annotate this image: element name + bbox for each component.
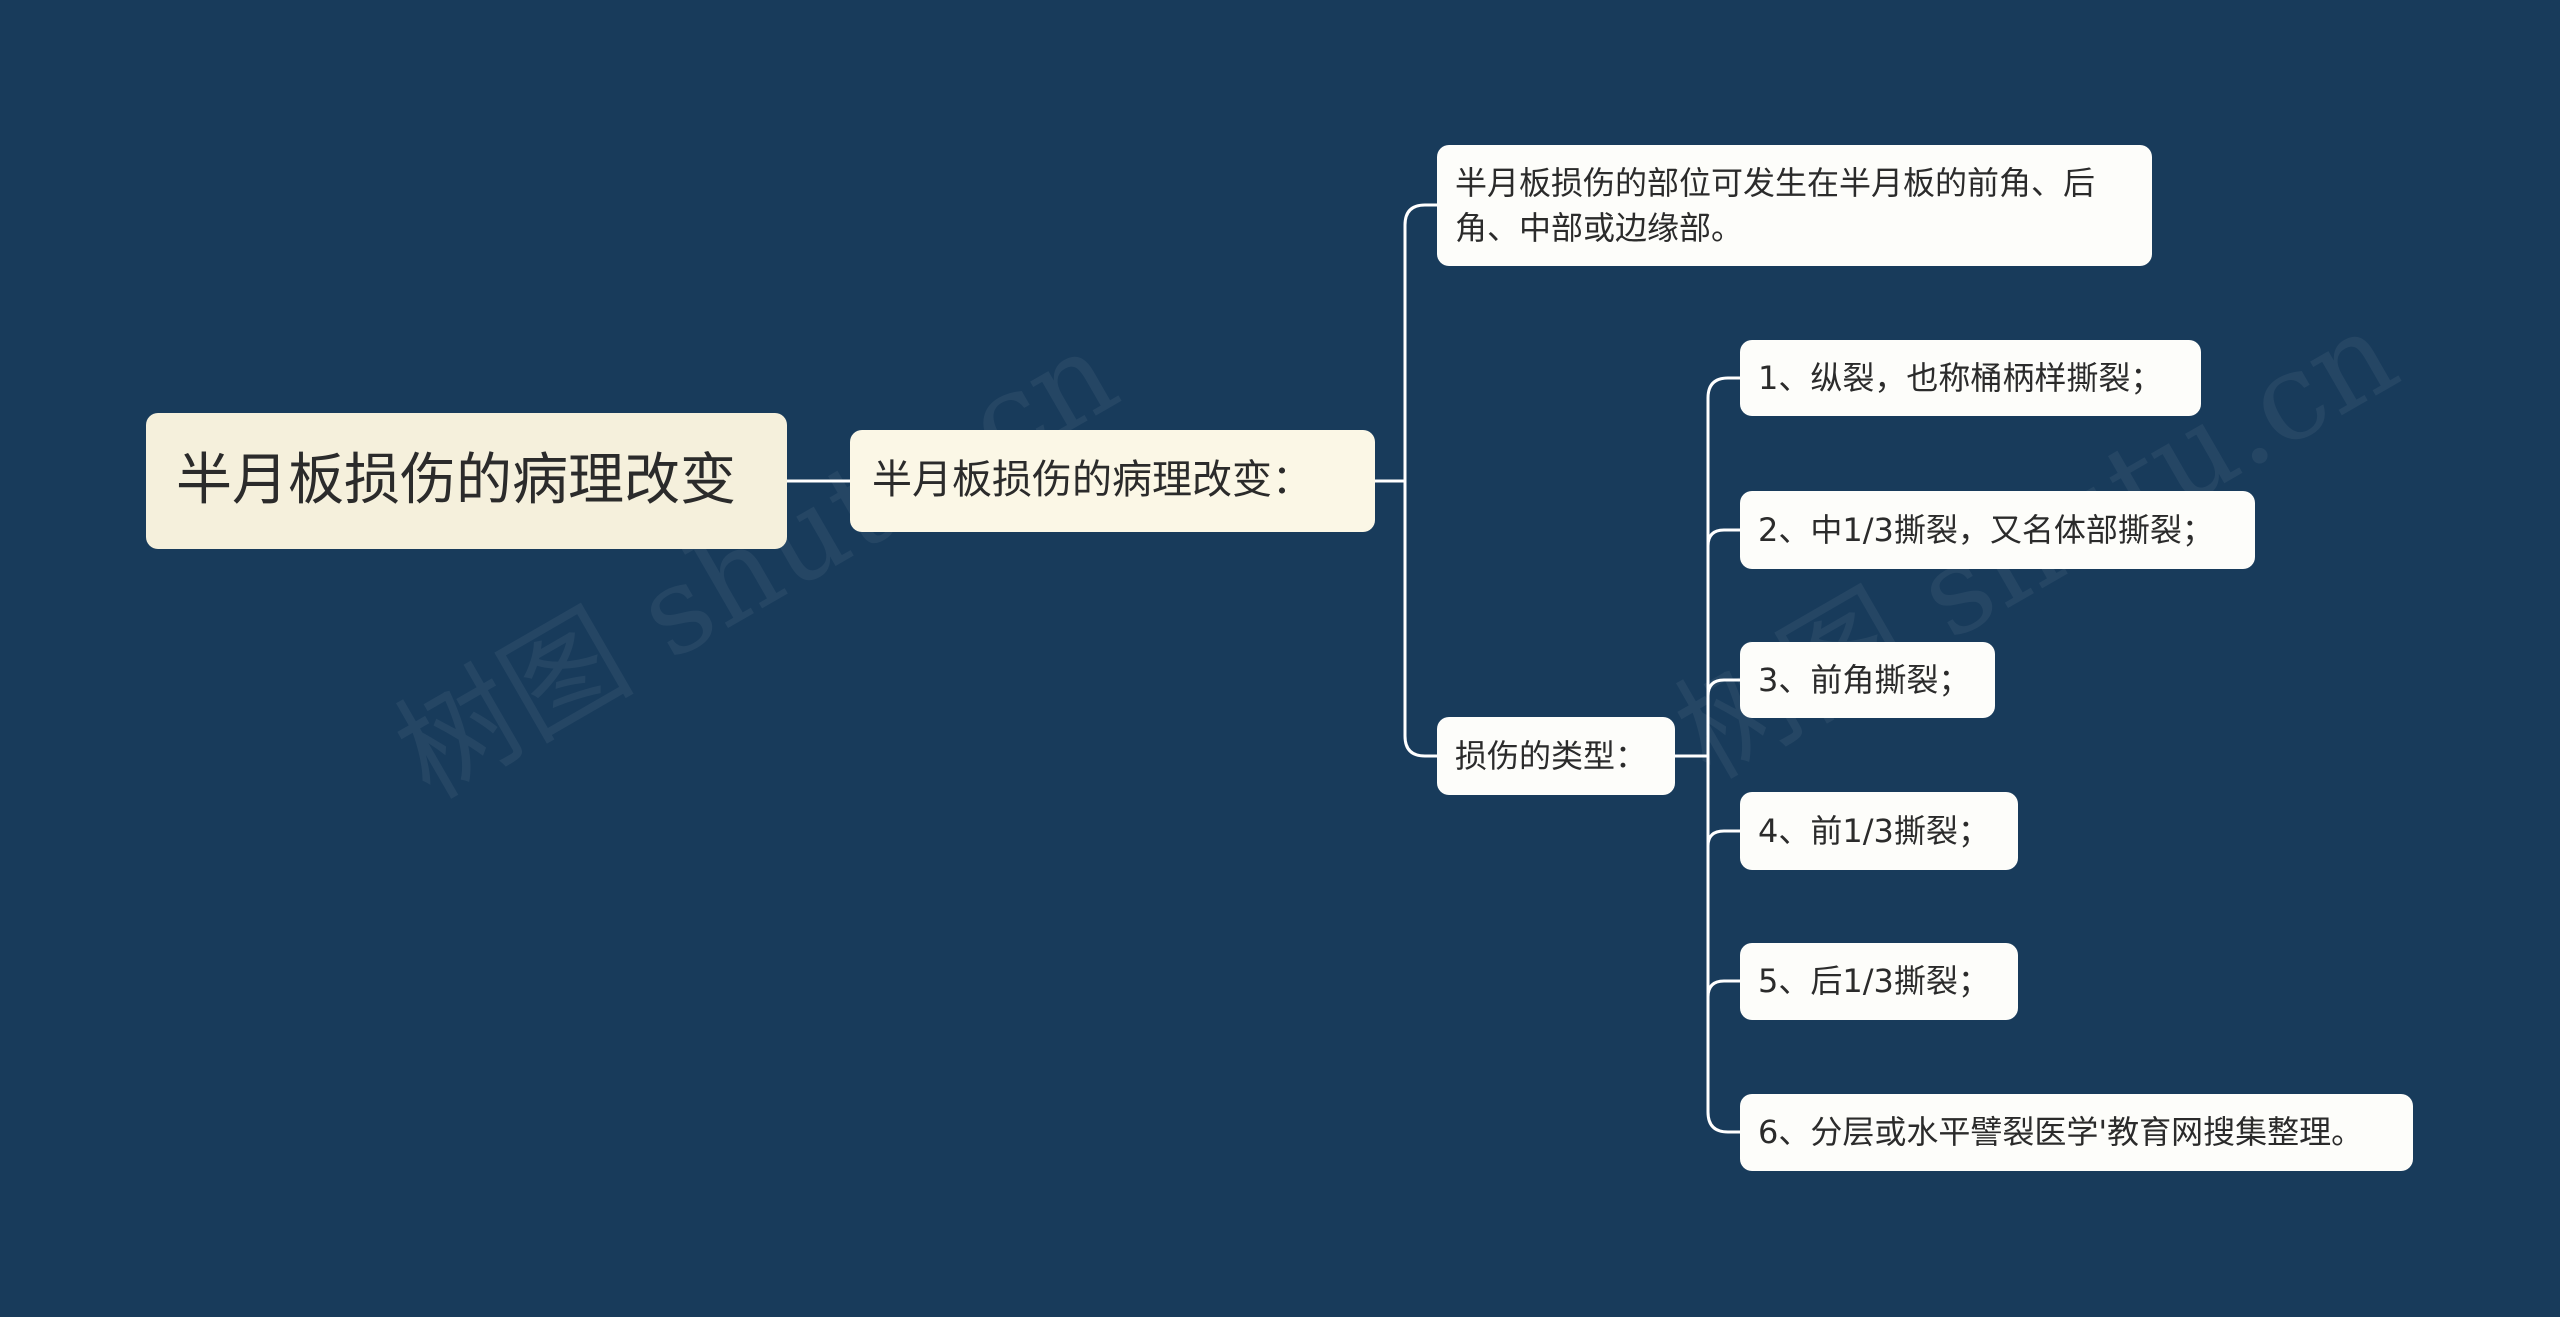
type-item-label: 4、前1/3撕裂； [1758, 811, 1990, 850]
connector-to-type-3 [1706, 678, 1742, 698]
branch-node[interactable]: 半月板损伤的病理改变： [850, 430, 1375, 532]
type-item-label: 3、前角撕裂； [1758, 660, 1971, 699]
type-item-2[interactable]: 2、中1/3撕裂，又名体部撕裂； [1740, 491, 2255, 569]
branch-node-label: 半月板损伤的病理改变： [872, 457, 1312, 504]
type-item-label: 1、纵裂，也称桶柄样撕裂； [1758, 358, 2163, 397]
watermark-left: 树图 shutu.cn [374, 303, 1139, 826]
connector-to-site [1403, 203, 1439, 483]
connector-to-types [1403, 479, 1439, 758]
site-node-label: 半月板损伤的部位可发生在半月板的前角、后角、中部或边缘部。 [1455, 164, 2096, 247]
type-item-3[interactable]: 3、前角撕裂； [1740, 642, 1995, 718]
type-item-label: 2、中1/3撕裂，又名体部撕裂； [1758, 510, 2214, 549]
connector-subtrunk [1706, 376, 1742, 1134]
root-node[interactable]: 半月板损伤的病理改变 [146, 413, 787, 549]
connector-to-type-2 [1706, 528, 1742, 548]
type-item-label: 5、后1/3撕裂； [1758, 962, 1990, 1001]
type-item-label: 6、分层或水平譬裂医学'教育网搜集整理。 [1758, 1113, 2364, 1152]
connector-to-type-5 [1706, 979, 1742, 999]
type-item-1[interactable]: 1、纵裂，也称桶柄样撕裂； [1740, 340, 2201, 416]
type-item-6[interactable]: 6、分层或水平譬裂医学'教育网搜集整理。 [1740, 1094, 2413, 1171]
type-item-5[interactable]: 5、后1/3撕裂； [1740, 943, 2018, 1020]
root-node-label: 半月板损伤的病理改变 [176, 448, 736, 514]
types-node-label: 损伤的类型： [1455, 736, 1648, 775]
connector-to-type-4 [1706, 829, 1742, 848]
type-item-4[interactable]: 4、前1/3撕裂； [1740, 792, 2018, 870]
types-node[interactable]: 损伤的类型： [1437, 717, 1675, 795]
site-node[interactable]: 半月板损伤的部位可发生在半月板的前角、后角、中部或边缘部。 [1437, 145, 2152, 266]
